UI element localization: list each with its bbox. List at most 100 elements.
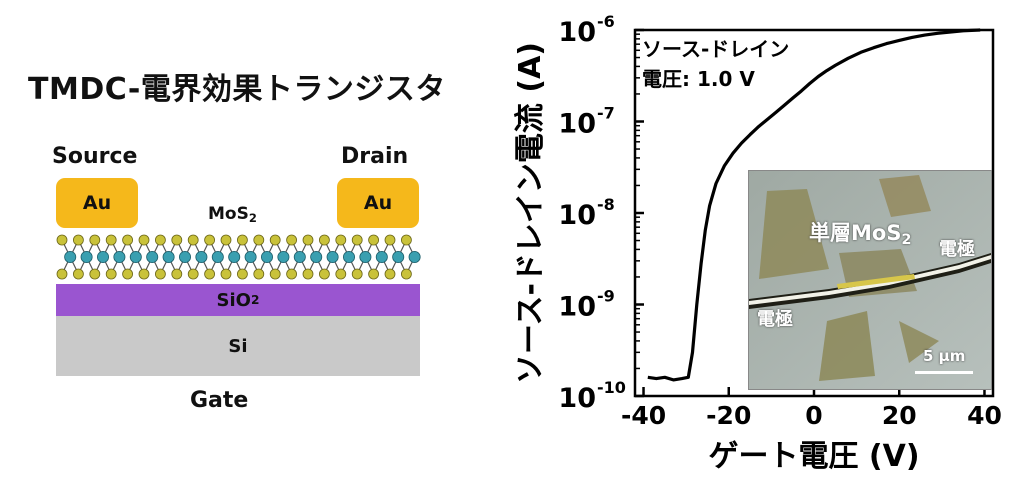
- sulfur-atom: [253, 234, 265, 246]
- electrode-label-left: 電極: [757, 309, 793, 330]
- sulfur-atom: [269, 234, 281, 246]
- y-tick-label: 10: [558, 292, 596, 323]
- sulfur-atom: [187, 234, 199, 246]
- sulfur-atom: [138, 268, 150, 280]
- sulfur-atom: [351, 268, 363, 280]
- sio2-sub: 2: [250, 293, 260, 307]
- drain-label: Drain: [341, 144, 409, 169]
- molybdenum-atom: [310, 250, 323, 263]
- sulfur-atom: [204, 234, 216, 246]
- sulfur-atom: [171, 234, 183, 246]
- annotation-line2: 電圧: 1.0 V: [642, 67, 755, 91]
- y-tick-exponent: -10: [597, 378, 626, 397]
- micrograph-image: [749, 171, 991, 389]
- electrode-label-right: 電極: [939, 239, 975, 260]
- sulfur-atom: [269, 268, 281, 280]
- x-tick-label: -20: [706, 401, 751, 430]
- molybdenum-atom: [178, 250, 191, 263]
- sulfur-atom: [335, 268, 347, 280]
- sulfur-atom: [236, 234, 248, 246]
- molybdenum-atom: [97, 250, 110, 263]
- molybdenum-atom: [146, 250, 159, 263]
- si-label: Si: [228, 335, 248, 357]
- mos2-lattice: [56, 234, 421, 280]
- sulfur-atom: [286, 268, 298, 280]
- drain-electrode: Au: [337, 178, 419, 228]
- sulfur-atom: [236, 268, 248, 280]
- y-tick-exponent: -8: [597, 195, 615, 214]
- molybdenum-atom: [113, 250, 126, 263]
- sulfur-atom: [72, 268, 84, 280]
- sulfur-atom: [302, 234, 314, 246]
- annotation-line1: ソース-ドレイン: [642, 37, 789, 61]
- molybdenum-atom: [277, 250, 290, 263]
- sulfur-atom: [187, 268, 199, 280]
- sulfur-atom: [318, 268, 330, 280]
- sulfur-atom: [302, 268, 314, 280]
- flake-label-sub: 2: [901, 231, 912, 248]
- source-label: Source: [52, 144, 138, 169]
- sulfur-atom: [204, 268, 216, 280]
- molybdenum-atom: [244, 250, 257, 263]
- sulfur-atom: [384, 234, 396, 246]
- source-electrode: Au: [56, 178, 138, 228]
- x-tick-label: -40: [621, 401, 666, 430]
- molybdenum-atom: [375, 250, 388, 263]
- molybdenum-atom: [80, 250, 93, 263]
- si-substrate: Si: [56, 316, 420, 376]
- molybdenum-atom: [408, 250, 421, 263]
- y-tick-exponent: -6: [597, 12, 615, 31]
- drain-electrode-label: Au: [363, 192, 393, 214]
- gate-label: Gate: [190, 388, 249, 413]
- diagram-title: TMDC-電界効果トランジスタ: [28, 72, 446, 107]
- scale-bar-label: 5 μm: [923, 347, 966, 365]
- flake-label-main: 単層MoS: [809, 221, 902, 245]
- y-tick-label: 10: [558, 200, 596, 231]
- sulfur-atom: [368, 268, 380, 280]
- molybdenum-atom: [162, 250, 175, 263]
- molybdenum-atom: [260, 250, 273, 263]
- x-tick-label: 0: [805, 401, 822, 430]
- molybdenum-atom: [293, 250, 306, 263]
- sulfur-atom: [335, 234, 347, 246]
- x-tick-label: 20: [882, 401, 917, 430]
- optical-micrograph-inset: 単層MoS2 電極 電極 5 μm: [748, 170, 992, 390]
- molybdenum-atom: [195, 250, 208, 263]
- mos2-channel-label: MoS2: [208, 204, 257, 225]
- sulfur-atom: [220, 234, 232, 246]
- molybdenum-atom: [392, 250, 405, 263]
- sulfur-atom: [56, 268, 68, 280]
- sulfur-atom: [368, 234, 380, 246]
- sulfur-atom: [105, 234, 117, 246]
- x-axis-label: ゲート電圧 (V): [708, 439, 919, 474]
- sulfur-atom: [122, 234, 133, 246]
- x-tick-label: 40: [967, 401, 1002, 430]
- sulfur-atom: [89, 268, 101, 280]
- monolayer-mos2-label: 単層MoS2: [809, 217, 911, 248]
- molybdenum-atom: [342, 250, 355, 263]
- series-line: [647, 28, 981, 382]
- scale-bar: [915, 371, 973, 374]
- molybdenum-atom: [129, 250, 142, 263]
- mos2-sub: 2: [248, 211, 257, 226]
- molybdenum-atom: [326, 250, 339, 263]
- sulfur-atom: [400, 234, 412, 246]
- sulfur-atom: [122, 268, 133, 280]
- sulfur-atom: [253, 268, 265, 280]
- sulfur-atom: [155, 234, 166, 246]
- source-electrode-label: Au: [82, 192, 112, 214]
- y-tick-label: 10: [558, 17, 596, 48]
- y-tick-exponent: -7: [597, 104, 615, 123]
- y-tick-exponent: -9: [597, 287, 615, 306]
- y-tick-label: 10: [558, 383, 596, 414]
- y-tick-label: 10: [558, 109, 596, 140]
- sulfur-atom: [72, 234, 84, 246]
- sulfur-atom: [351, 234, 363, 246]
- sulfur-atom: [220, 268, 232, 280]
- sulfur-atom: [155, 268, 166, 280]
- sulfur-atom: [105, 268, 117, 280]
- molybdenum-atom: [211, 250, 224, 263]
- sulfur-atom: [286, 234, 298, 246]
- sulfur-atom: [56, 234, 68, 246]
